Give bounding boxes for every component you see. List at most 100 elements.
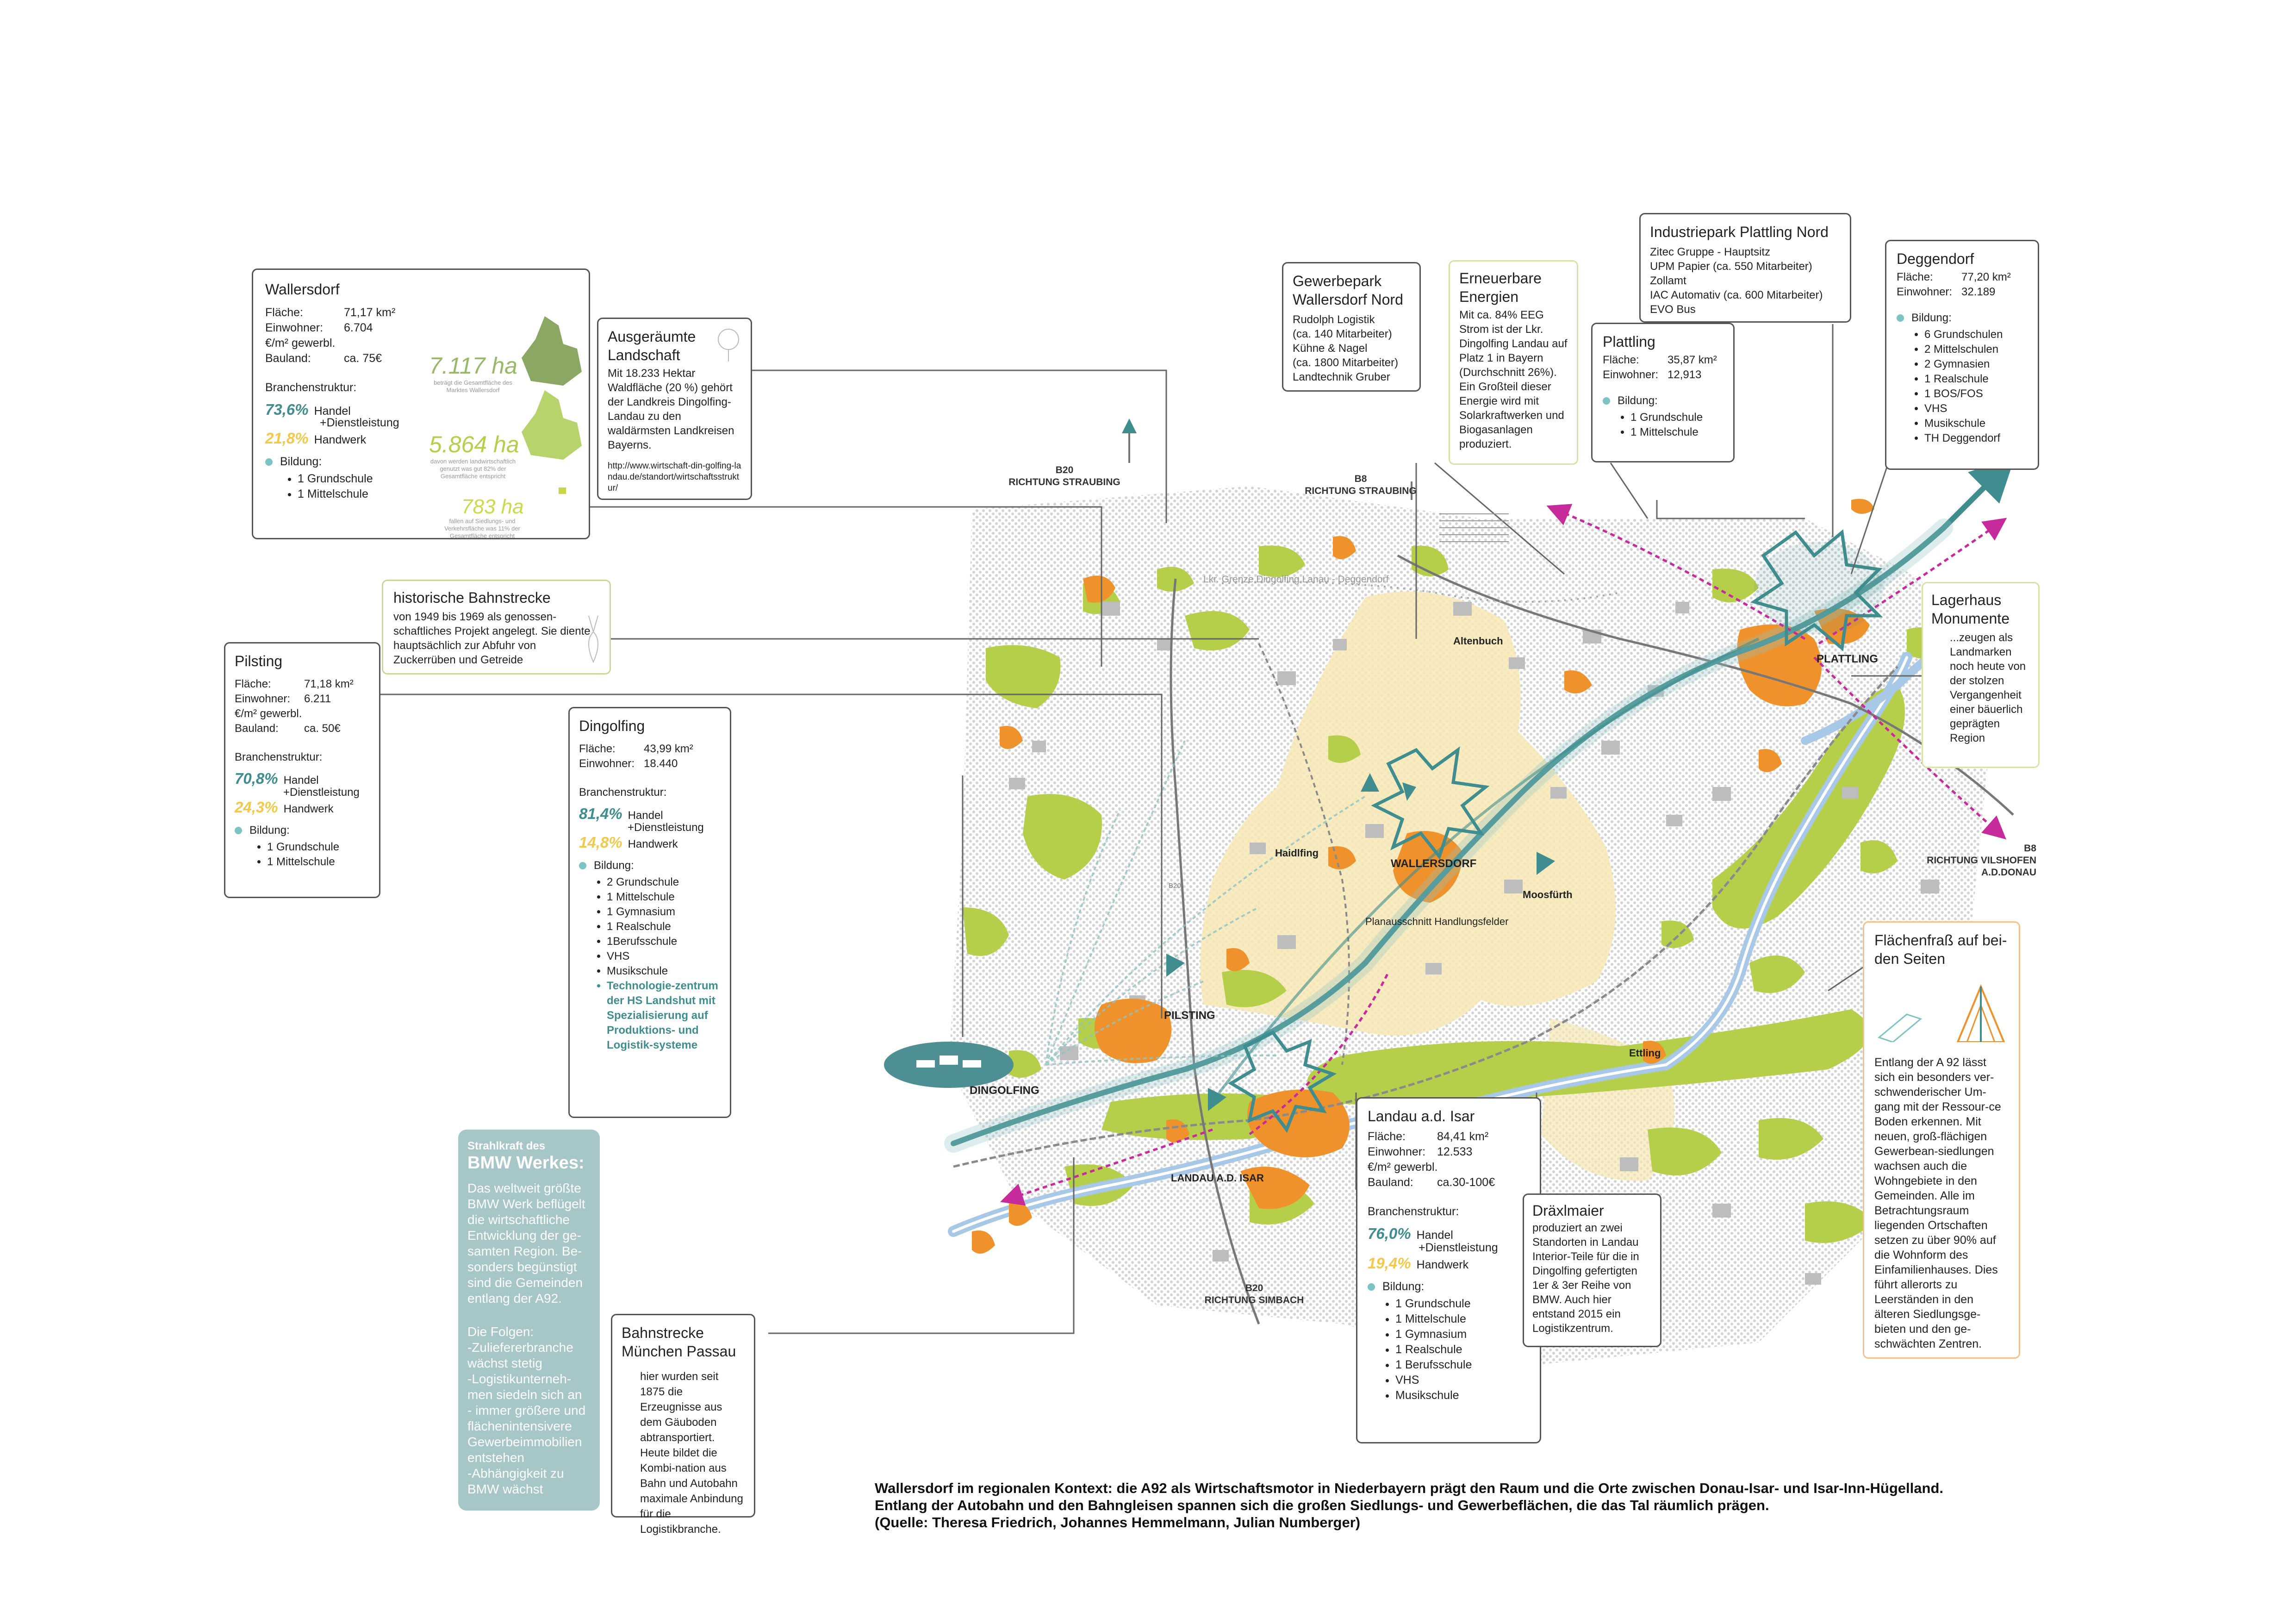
list-item: Zollamt xyxy=(1650,275,1686,287)
panel-historische-bahnstrecke: historische Bahnstrecke von 1949 bis 196… xyxy=(382,580,611,675)
map-caption: Wallersdorf im regionalen Kontext: die A… xyxy=(875,1480,2124,1531)
river-isar-edge xyxy=(952,656,1908,1233)
pilsting-bildung-label: Bildung: xyxy=(235,823,370,838)
b8-east-direction-2: A.D.DONAU xyxy=(1981,867,2036,878)
list-item: 1 Gymnasium xyxy=(607,905,721,919)
wallersdorf-branchen-label: Branchenstruktur: xyxy=(265,381,357,394)
caption-line-1: Wallersdorf im regionalen Kontext: die A… xyxy=(875,1480,1944,1496)
magenta-arrow-east xyxy=(1813,656,2006,840)
plattling-row: Einwohner:12,913 xyxy=(1603,369,1702,381)
dingolfing-pct-handwerk: 14,8%Handwerk xyxy=(579,834,678,851)
b8-north-direction: RICHTUNG STRAUBING xyxy=(1305,486,1417,496)
b8-east-direction: RICHTUNG VILSHOFEN xyxy=(1927,855,2036,866)
pilsting-pct-handel: 70,8%Handel xyxy=(235,770,319,787)
landau-row: €/m² gewerbl. xyxy=(1368,1161,1438,1174)
list-item: VHS xyxy=(1924,401,2028,416)
panel-lagerhaus: Lagerhaus Monumente ...zeugen als Landma… xyxy=(1922,582,2040,768)
list-item: Musikschule xyxy=(607,964,721,979)
star-markers xyxy=(1228,529,1883,1133)
lagerhaus-title-2: Monumente xyxy=(1931,610,2010,627)
list-item: 1 Realschule xyxy=(607,919,721,934)
sugar-beet-icon xyxy=(588,615,598,663)
panel-flaechenfrass: Flächenfraß auf bei-den Seiten Entlang d… xyxy=(1863,921,2020,1359)
dingolfing-pct-handel: 81,4%Handel xyxy=(579,805,663,822)
caption-line-2: Entlang der Autobahn und den Bahngleisen… xyxy=(875,1497,1769,1513)
wallersdorf-pct-handel: 73,6%Handel xyxy=(265,401,351,418)
road-label-b8-north: B8 RICHTUNG STRAUBING xyxy=(1291,473,1430,497)
road-label-b20-north: B20 RICHTUNG STRAUBING xyxy=(995,464,1134,488)
bmw-text: Das weltweit größte BMW Werk beflügelt d… xyxy=(467,1181,585,1305)
list-item: TH Deggendorf xyxy=(1924,431,2028,446)
bahn-mp-title-1: Bahnstrecke xyxy=(622,1324,704,1341)
list-item: 1Berufsschule xyxy=(607,934,721,949)
road-b20 xyxy=(1170,578,1260,1324)
landau-title: Landau a.d. Isar xyxy=(1368,1108,1475,1124)
list-item: EVO Bus xyxy=(1650,303,1696,316)
plattling-bildung-list: 1 Grundschule 1 Mittelschule xyxy=(1603,410,1723,440)
list-item: 1 Mittelschule xyxy=(1395,1312,1530,1327)
bmw-folgen-label: Die Folgen: xyxy=(467,1324,534,1339)
tree-icon xyxy=(718,329,739,362)
bmw-influence-waves xyxy=(1045,740,1366,1066)
label-landau: LANDAU A.D. ISAR xyxy=(1171,1172,1264,1184)
flaechenfrass-title: Flächenfraß auf bei-den Seiten xyxy=(1874,932,2007,967)
list-item-tech: Technologie-zentrum der HS Landshut mit … xyxy=(607,979,721,1053)
pilsting-pct-handwerk: 24,3%Handwerk xyxy=(235,799,334,816)
list-item: Landtechnik Gruber xyxy=(1293,371,1390,383)
dingolfing-bildung-label: Bildung: xyxy=(579,858,721,873)
pilsting-row: €/m² gewerbl. xyxy=(235,707,302,720)
pilsting-row: Bauland:ca. 50€ xyxy=(235,722,341,735)
landau-bildung-list: 1 Grundschule 1 Mittelschule 1 Gymnasium… xyxy=(1368,1296,1530,1403)
list-item: VHS xyxy=(607,949,721,964)
magenta-arrow-west xyxy=(1000,1128,1213,1206)
bahn-hist-text: von 1949 bis 1969 als genossen-schaftlic… xyxy=(393,611,591,666)
panel-plattling: Plattling Fläche:35,87 km² Einwohner:12,… xyxy=(1591,323,1735,462)
bmw-title-1: Strahlkraft des xyxy=(467,1140,546,1152)
flaechenfrass-pictogram-icon xyxy=(1877,984,2005,1043)
industriepark-title: Industriepark Plattling Nord xyxy=(1650,224,1829,240)
b20-south-code: B20 xyxy=(1245,1283,1263,1293)
panel-draexlmaier: Dräxlmaier produziert an zwei Standorten… xyxy=(1523,1193,1661,1347)
wallersdorf-ha-total: 7.117 ha xyxy=(429,353,517,379)
list-item: 1 Mittelschule xyxy=(607,890,721,905)
landau-pct-handel: 76,0%Handel xyxy=(1368,1225,1453,1242)
list-item: 1 Grundschule xyxy=(1630,410,1723,425)
pilsting-bildung-list: 1 Grundschule 1 Mittelschule xyxy=(235,840,370,869)
wallersdorf-bildung-list: 1 Grundschule 1 Mittelschule xyxy=(265,471,577,502)
b20-south-direction: RICHTUNG SIMBACH xyxy=(1204,1295,1304,1305)
list-item: Rudolph Logistik xyxy=(1293,313,1375,326)
plattling-title: Plattling xyxy=(1603,333,1655,350)
bullet-dot-icon xyxy=(579,862,586,869)
panel-erneuerbare-energien: Erneuerbare Energien Mit ca. 84% EEG Str… xyxy=(1449,260,1578,465)
list-item: 2 Grundschule xyxy=(607,875,721,890)
b20-north-direction: RICHTUNG STRAUBING xyxy=(1008,477,1120,487)
railway-historic xyxy=(1258,643,1350,1065)
bullet-dot-icon xyxy=(265,458,273,466)
list-item: 6 Grundschulen xyxy=(1924,327,2028,342)
list-item: 1 Grundschule xyxy=(267,840,370,855)
list-item: 1 Berufsschule xyxy=(1395,1357,1530,1373)
plattling-bildung-label: Bildung: xyxy=(1603,394,1723,408)
wallersdorf-shape-total-icon xyxy=(522,316,582,386)
landau-pct-handel-2: +Dienstleistung xyxy=(1419,1241,1498,1254)
wallersdorf-ha-settlement: 783 ha xyxy=(461,495,524,518)
label-plattling: PLATTLING xyxy=(1817,653,1878,665)
bahn-hist-title: historische Bahnstrecke xyxy=(393,589,551,606)
label-haidlfing: Haidlfing xyxy=(1275,847,1319,859)
gewerbepark-title-2: Wallersdorf Nord xyxy=(1293,291,1403,308)
bahn-mp-title-2: München Passau xyxy=(622,1343,736,1360)
bullet-dot-icon xyxy=(1368,1283,1375,1291)
erneuerbar-text: Mit ca. 84% EEG Strom ist der Lkr. Dingo… xyxy=(1459,309,1568,450)
gewerbepark-title-1: Gewerbepark xyxy=(1293,273,1382,289)
label-wallersdorf: WALLERSDORF xyxy=(1391,857,1477,870)
list-item: VHS xyxy=(1395,1373,1530,1388)
panel-landau: Landau a.d. Isar Fläche:84,41 km² Einwoh… xyxy=(1356,1097,1541,1443)
list-item: Musikschule xyxy=(1395,1388,1530,1403)
wallersdorf-row: Fläche:71,17 km² xyxy=(265,306,396,319)
panel-ausgeraeumte-landschaft: Ausgeräumte Landschaft Mit 18.233 Hektar… xyxy=(597,318,752,500)
wallersdorf-ha-column: 7.117 ha beträgt die Gesamtfläche des Ma… xyxy=(424,312,591,539)
deggendorf-row: Einwohner:32.189 xyxy=(1897,286,1996,298)
erneuerbar-title-1: Erneuerbare xyxy=(1459,270,1542,287)
list-item: Kühne & Nagel xyxy=(1293,342,1368,355)
pilsting-pct-handel-2: +Dienstleistung xyxy=(283,786,360,799)
